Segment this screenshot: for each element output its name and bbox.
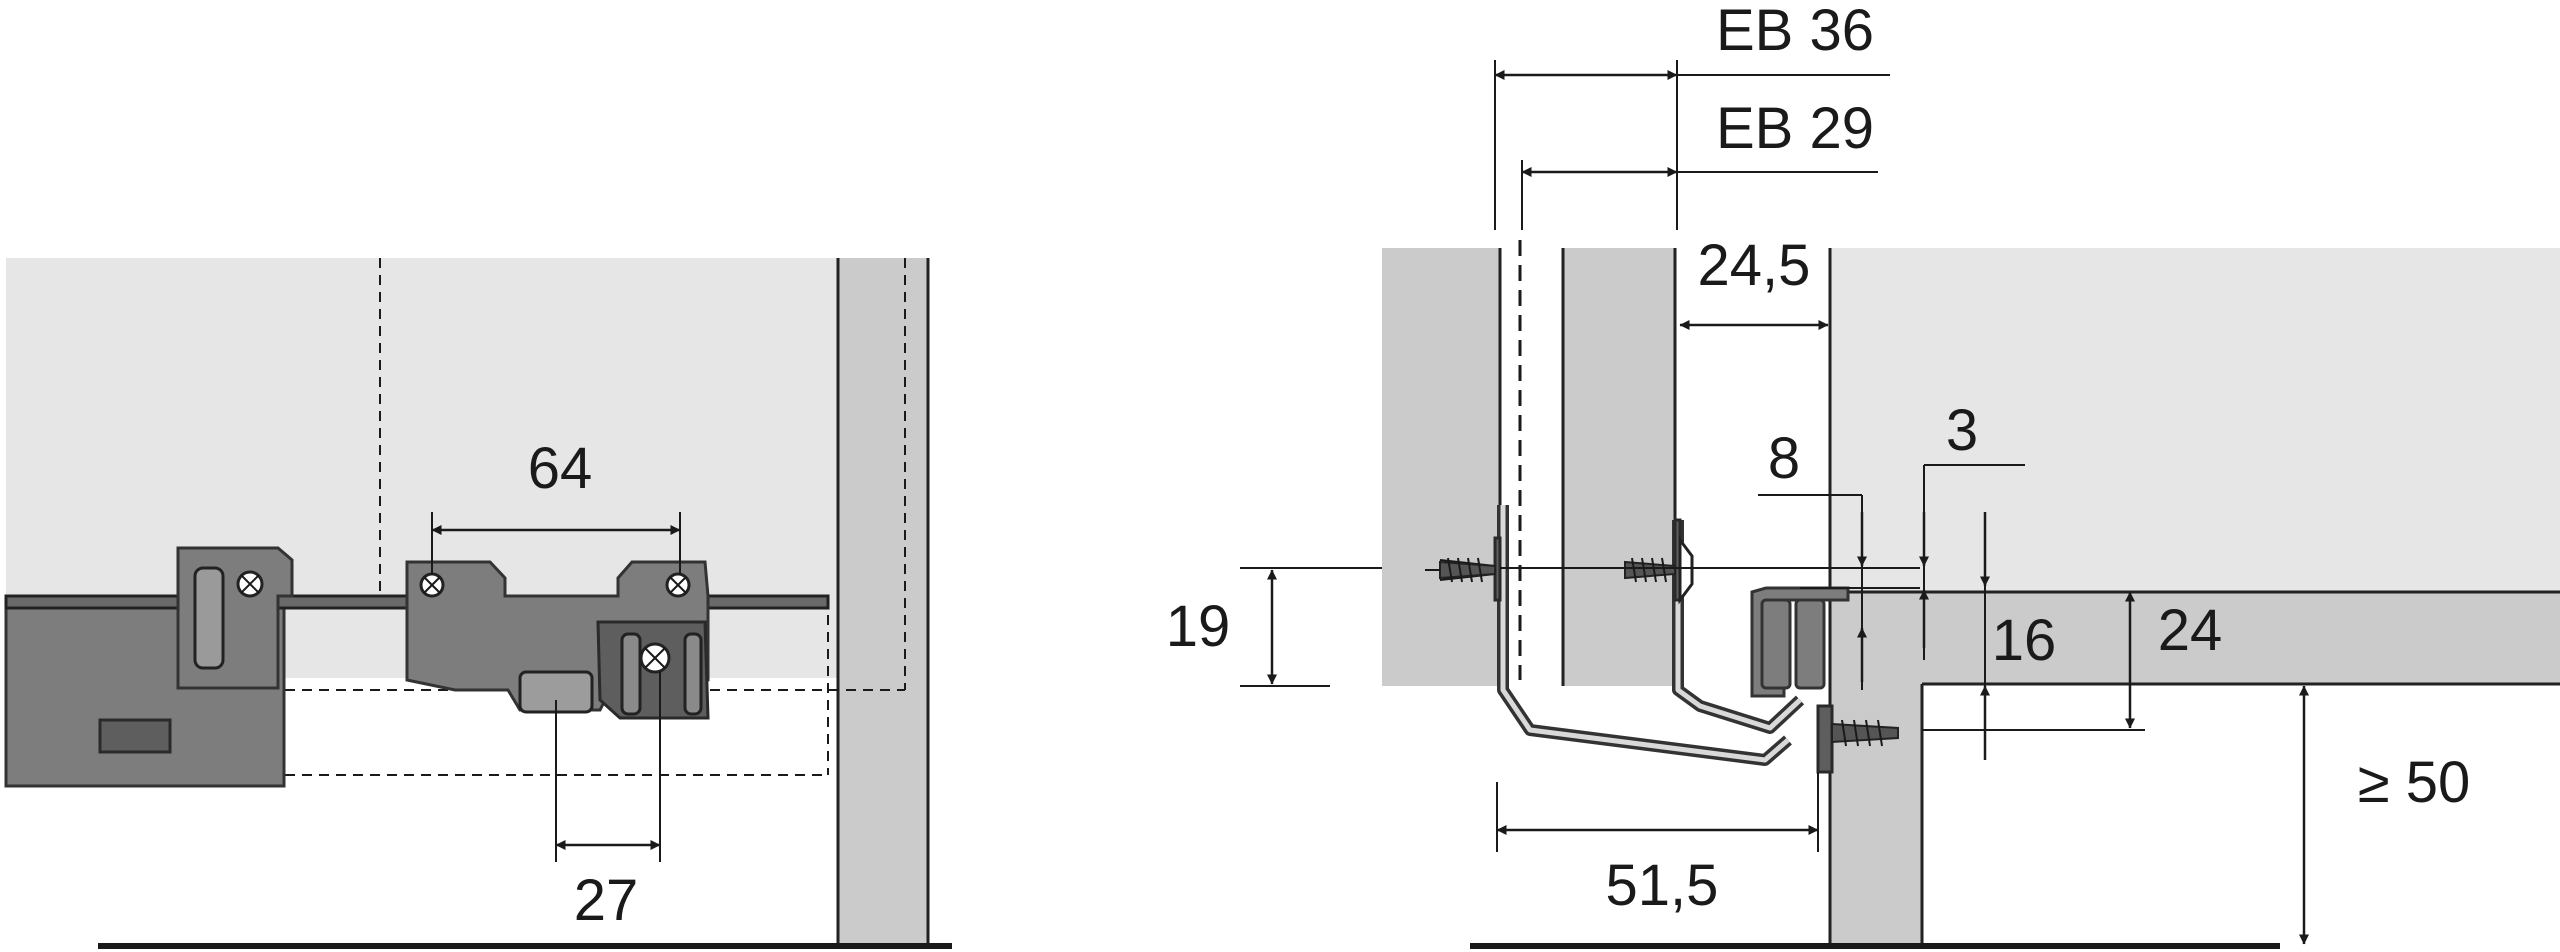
dim-16-label: 16 — [1992, 608, 2057, 673]
dim-8-label: 8 — [1768, 426, 1800, 491]
dim-515-label: 51,5 — [1606, 853, 1719, 918]
eb36-label: EB 36 — [1716, 0, 1874, 63]
clip-slot — [620, 632, 642, 716]
front-panel-inner — [1563, 248, 1675, 686]
dim-19-label: 19 — [1166, 594, 1231, 659]
front-panel-outer — [1382, 248, 1500, 686]
dim-27-label: 27 — [574, 868, 639, 933]
left-bracket-slot — [193, 566, 225, 670]
screw-inner-panel — [1624, 518, 1694, 605]
cabinet-back-area — [1830, 248, 2560, 592]
dim-24-label: 24 — [2158, 598, 2223, 663]
left-view: 64 27 — [4, 258, 952, 949]
clip-slot-2 — [683, 632, 703, 716]
dim-245-label: 24,5 — [1698, 233, 1811, 298]
left-rail-notch — [98, 718, 172, 754]
clip-screw — [639, 642, 671, 674]
center-bracket-screw-right — [665, 572, 691, 598]
screw-runner — [1831, 719, 1899, 747]
left-side-wall — [838, 258, 928, 946]
screw-outer-panel — [1425, 536, 1502, 602]
inner-hook-wire-inner — [1675, 520, 1802, 731]
runner-tab — [1816, 704, 1834, 774]
outer-hook-wire-inner — [1500, 505, 1790, 763]
eb29-label: EB 29 — [1716, 96, 1874, 161]
runner-block-1 — [1760, 598, 1792, 690]
runner-block-2 — [1794, 598, 1826, 690]
side-post — [1830, 684, 1922, 946]
right-view: EB 36 EB 29 24,5 8 3 19 16 24 — [1166, 0, 2560, 949]
dim-3-label: 3 — [1946, 398, 1978, 463]
left-bracket-screw — [236, 570, 264, 598]
center-bracket-screw-left — [419, 572, 445, 598]
drawer-bottom-board — [1830, 592, 2560, 684]
dim-64-label: 64 — [528, 436, 593, 501]
dim-50-label: ≥ 50 — [2358, 750, 2470, 815]
